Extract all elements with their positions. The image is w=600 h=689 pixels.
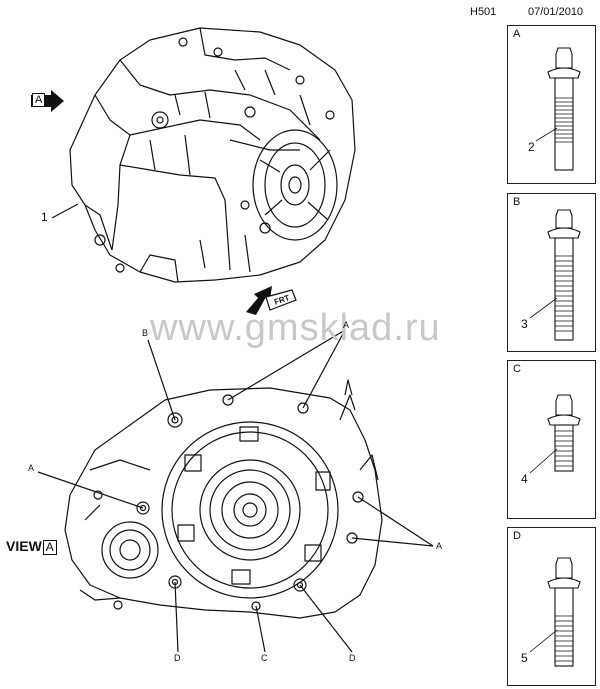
bolt-panel-a-letter: A: [513, 28, 521, 40]
bolt-d-icon: [529, 557, 581, 667]
bolt-a-icon: [535, 47, 581, 171]
bolt-c-icon: [529, 394, 581, 474]
diagram-code: H501: [470, 6, 497, 18]
bolt-panel-c-letter: C: [513, 363, 521, 375]
bolt-panel-c-number: 4: [521, 472, 528, 486]
bolt-panel-d-letter: D: [513, 530, 521, 542]
bolt-panel-a: A 2: [507, 25, 596, 184]
callout-bottom-C: C: [261, 653, 268, 663]
bolt-panel-d-number: 5: [521, 651, 528, 665]
callout-1: 1: [41, 210, 48, 224]
bolt-panel-d: D 5: [507, 527, 596, 686]
bolt-panel-b-number: 3: [521, 317, 528, 331]
view-label-box-letter: A: [42, 540, 57, 555]
view-a-arrow-letter: A: [32, 93, 46, 107]
callout-left-A: A: [28, 463, 35, 473]
front-arrow-icon: FRT: [246, 286, 297, 315]
bolt-panel-c: C 4: [507, 360, 596, 519]
diagram-date: 07/01/2010: [528, 6, 584, 18]
bolt-b-icon: [529, 209, 581, 341]
callout-bottom-D-right: D: [349, 653, 356, 663]
bolt-panel-b: B 3: [507, 193, 596, 352]
callout-top-A: A: [343, 320, 350, 330]
callout-bottom-D-left: D: [174, 653, 181, 663]
view-label-text: VIEW: [6, 538, 42, 554]
watermark: www.gmsklad.ru: [150, 307, 441, 349]
callout-right-A: A: [436, 541, 443, 551]
callout-top-B: B: [142, 328, 149, 338]
transmission-drawing: [37, 27, 434, 653]
bolt-panel-a-number: 2: [528, 140, 535, 154]
bolt-panel-b-letter: B: [513, 196, 521, 208]
